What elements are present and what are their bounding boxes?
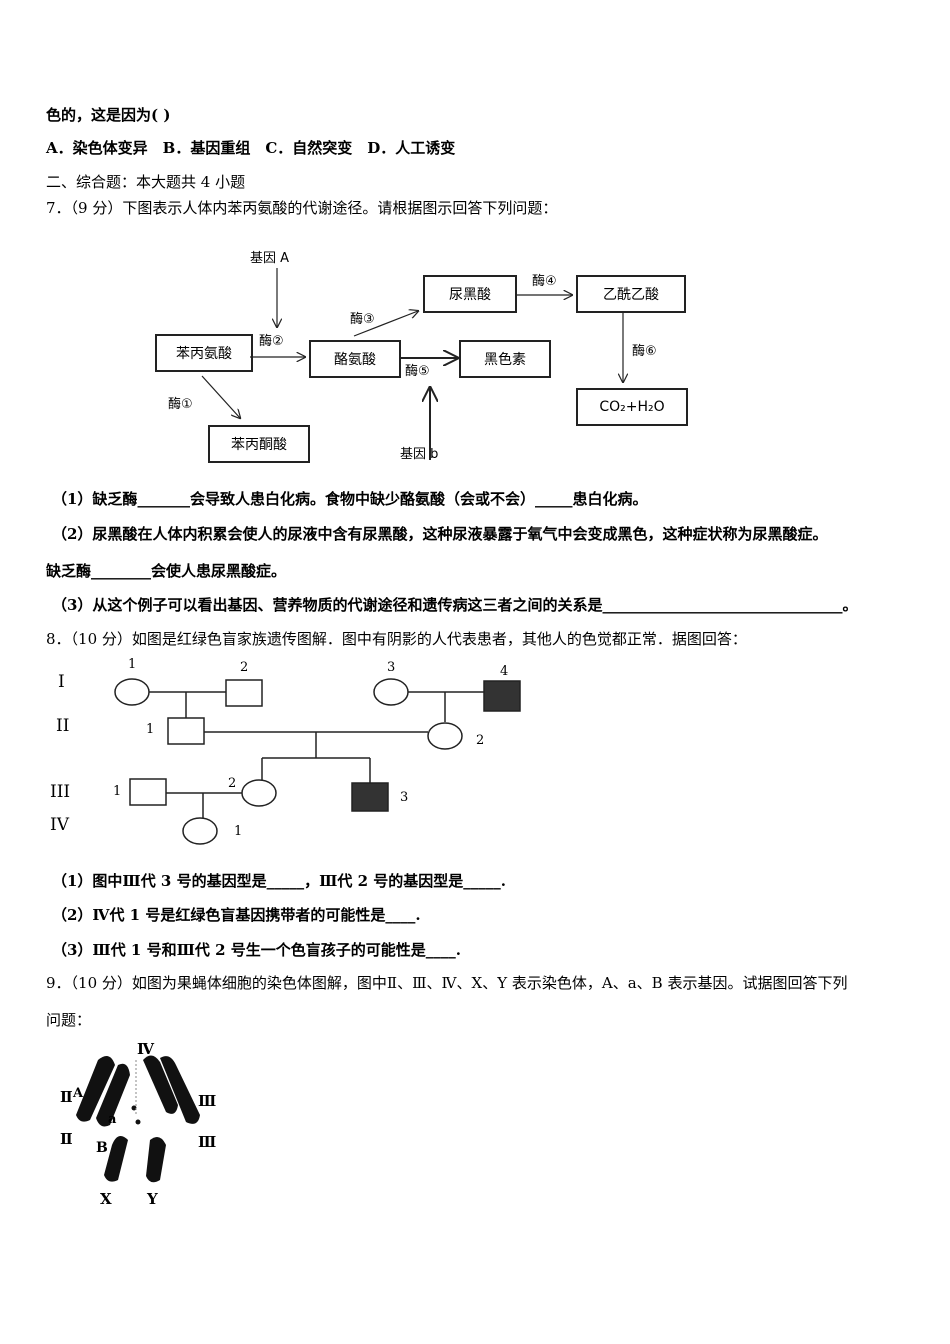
enzyme-2-label: 酶② [259,334,284,349]
num: 2 [228,776,237,791]
chrom-label: Ⅲ [198,1133,217,1151]
diagram-arrows [201,268,950,460]
enzyme-3-label: 酶③ [350,312,375,327]
num: 1 [128,657,137,672]
num: 2 [476,733,485,748]
q6-tail: 色的，这是因为( ) [46,106,171,124]
q7-part1: （1）缺乏酶_______会导致人患白化病。食物中缺少酪氨酸（会或不会）____… [52,490,648,508]
gene-b-label: 基因 b [400,447,439,462]
chrom-label: Ⅱ [60,1130,73,1148]
q7-part2b: 缺乏酶________会使人患尿黑酸症。 [46,562,287,580]
chrom-label: X [100,1190,112,1208]
enzyme-6-label: 酶⑥ [632,344,657,359]
num: 2 [240,660,249,675]
gen-iii: III [50,782,71,802]
phe-box: 苯丙氨酸 [155,334,253,372]
q7-stem: 7．（9 分）下图表示人体内苯丙氨酸的代谢途径。请根据图示回答下列问题： [46,199,558,217]
gen-iv: IV [50,815,69,835]
q8-stem: 8．（10 分）如图是红绿色盲家族遗传图解．图中有阴影的人代表患者，其他人的色觉… [46,630,747,648]
enzyme-4-label: 酶④ [532,274,557,289]
pedigree-shapes [114,678,521,845]
ppa-box: 苯丙酮酸 [208,425,310,463]
enzyme-1-label: 酶① [168,397,193,412]
num: 1 [146,722,155,737]
gen-ii: II [56,716,70,736]
q8-part2: （2）Ⅳ代 1 号是红绿色盲基因携带者的可能性是____. [52,906,421,924]
enzyme-5-label: 酶⑤ [405,364,430,379]
num: 1 [113,784,122,799]
q8-part3: （3）Ⅲ代 1 号和Ⅲ代 2 号生一个色盲孩子的可能性是____. [52,941,461,959]
gene-label: B [96,1140,108,1156]
aca-box: 乙酰乙酸 [576,275,686,313]
chromosome-shapes [76,1055,200,1183]
chrom-label: Ⅲ [198,1092,217,1110]
gene-label: a [108,1112,117,1127]
q7-part2: （2）尿黑酸在人体内积累会使人的尿液中含有尿黑酸，这种尿液暴露于氧气中会变成黑色… [52,525,828,543]
melanin-box: 黑色素 [459,340,551,378]
q9-stem2: 问题： [46,1011,92,1029]
q6-options: A．染色体变异 B．基因重组 C．自然突变 D．人工诱变 [46,139,456,157]
chrom-label: Ⅱ [60,1088,73,1106]
gene-a-label: 基因 A [250,251,290,266]
gen-i: I [58,672,65,692]
section-heading: 二、综合题：本大题共 4 小题 [46,173,246,191]
chrom-label: Y [147,1190,158,1208]
hga-box: 尿黑酸 [423,275,517,313]
q9-stem: 9．（10 分）如图为果蝇体细胞的染色体图解，图中Ⅱ、Ⅲ、Ⅳ、X、Y 表示染色体… [46,974,848,992]
q8-part1: （1）图中Ⅲ代 3 号的基因型是_____，Ⅲ代 2 号的基因型是_____. [52,872,506,890]
num: 3 [387,660,396,675]
pedigree-chart: I II III IV 1 2 3 4 1 2 1 2 3 1 [50,657,521,845]
chromosome-figure: Ⅱ Ⅱ Ⅳ Ⅲ Ⅲ A a B X Y [60,1040,217,1208]
chrom-label: Ⅳ [137,1040,155,1058]
gene-label: A [73,1086,84,1101]
end-box: CO₂+H₂O [576,388,688,426]
num: 4 [500,664,509,679]
num: 1 [234,824,243,839]
tyr-box: 酪氨酸 [309,340,401,378]
num: 3 [400,790,409,805]
q7-part3: （3）从这个例子可以看出基因、营养物质的代谢途径和遗传病这三者之间的关系是___… [52,596,858,614]
metabolism-diagram: 基因 A 苯丙氨酸 酶② 酶① 苯丙酮酸 酪氨酸 酶③ 尿黑酸 黑色素 酶⑤ 基… [0,0,950,480]
